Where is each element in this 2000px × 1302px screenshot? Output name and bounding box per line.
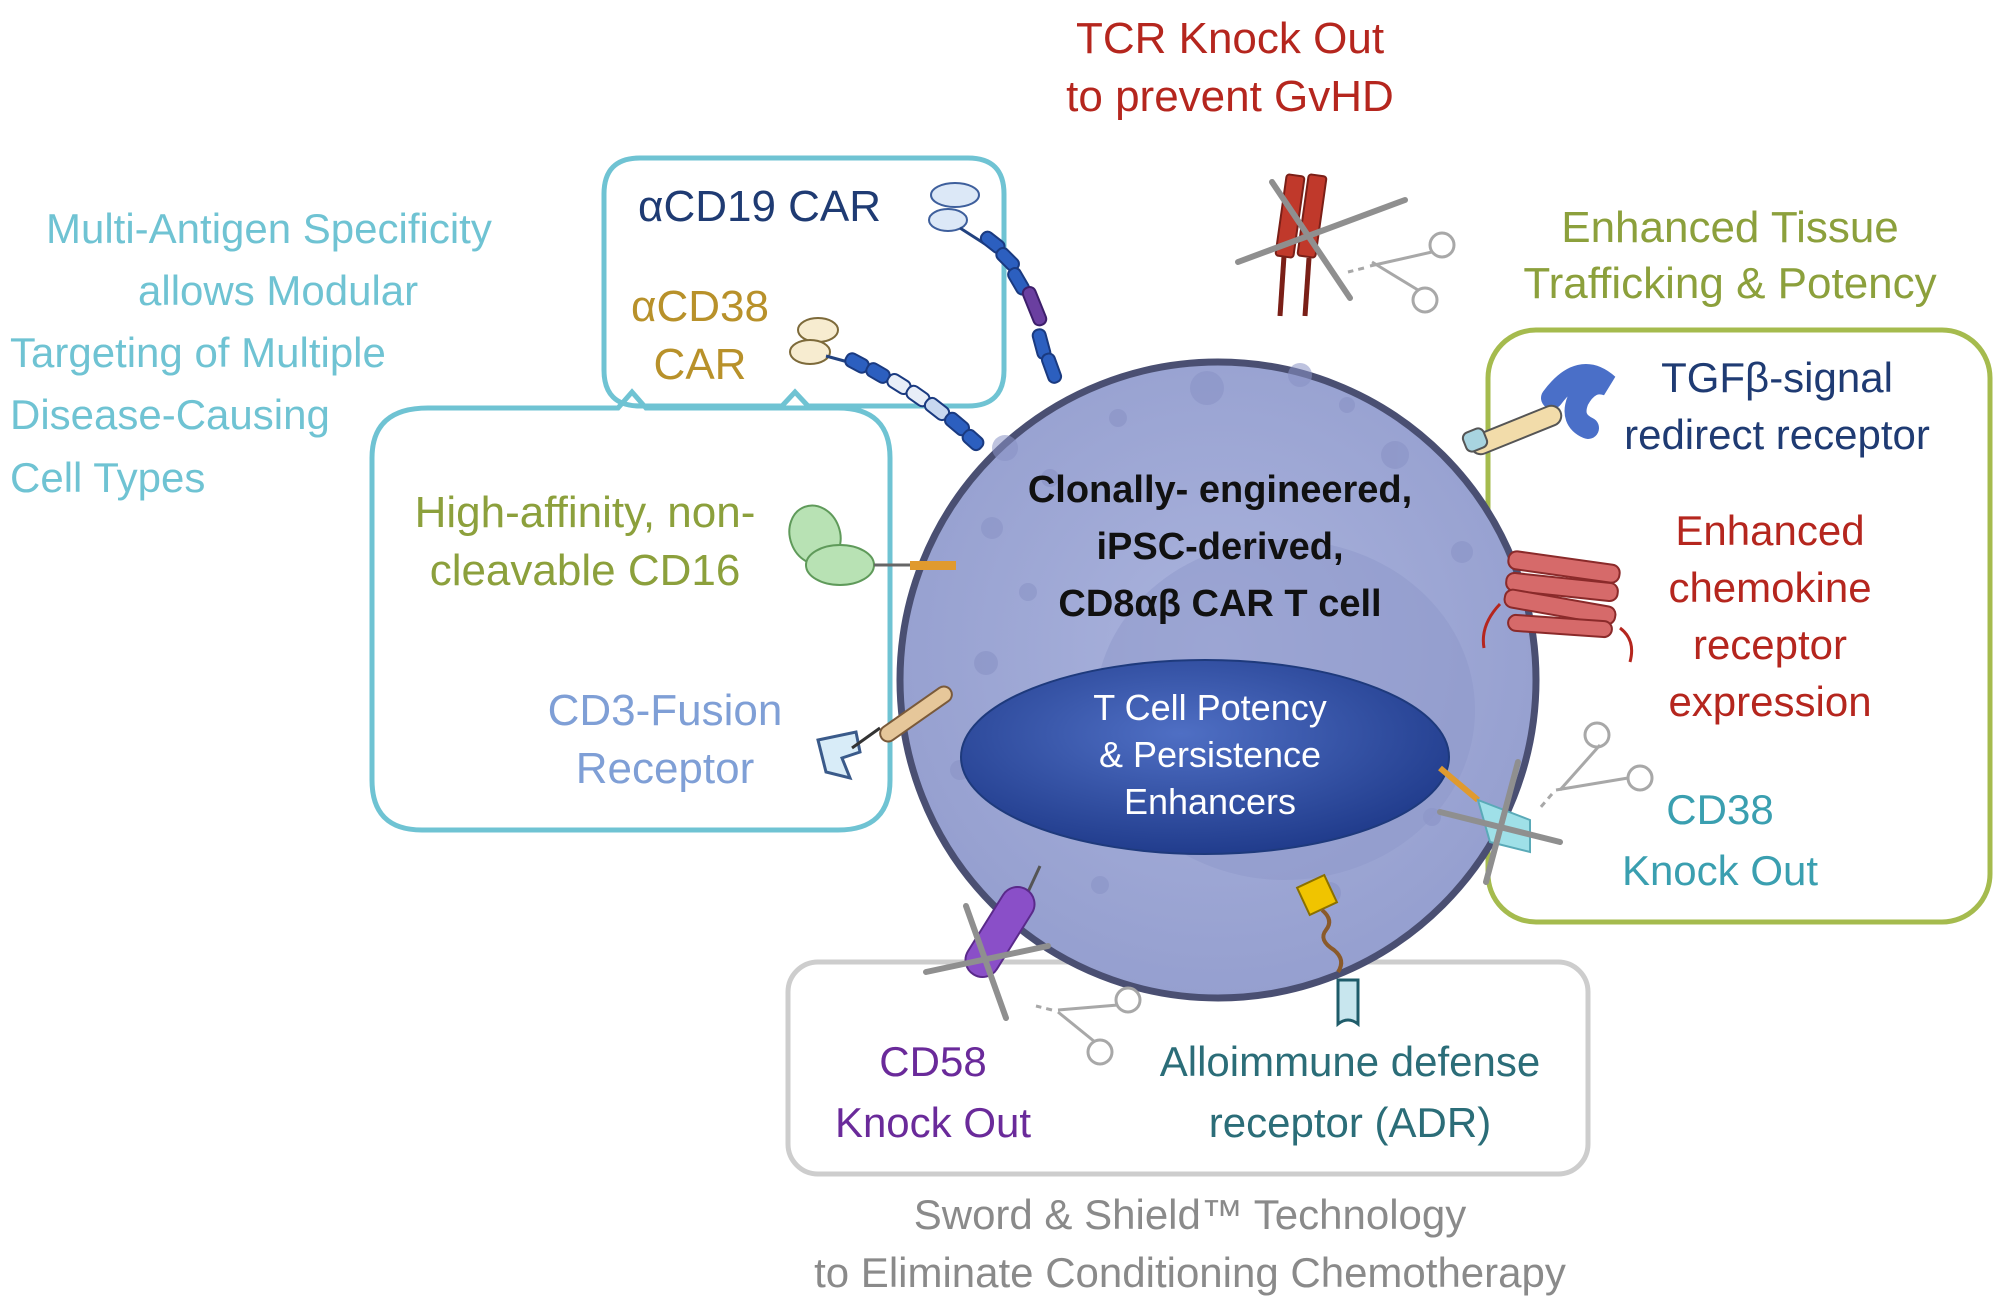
- cd58-knockout-label: CD58 Knock Out: [818, 1032, 1048, 1154]
- tgfb-line-2: redirect receptor: [1624, 410, 1930, 458]
- cell-title-line-1: Clonally- engineered,: [1027, 469, 1413, 511]
- chemokine-label: Enhanced chemokine receptor expression: [1640, 502, 1900, 730]
- cd19-car-icon: [928, 182, 1063, 384]
- tcr-scissors-icon: [1347, 231, 1456, 314]
- tgfb-line-1: TGFβ-signal: [1661, 354, 1893, 401]
- cd16-line-1: High-affinity, non-: [414, 488, 756, 537]
- cd38-car-line-2: CAR: [653, 340, 747, 390]
- left-title-line-1: Multi-Antigen Specificity: [46, 205, 492, 252]
- cd38-knockout-label: CD38 Knock Out: [1600, 780, 1840, 902]
- cell-title-line-3: CD8αβ CAR T cell: [1058, 583, 1382, 625]
- tgfb-receptor-icon: [1461, 364, 1616, 456]
- chemokine-line-3: receptor: [1692, 621, 1848, 669]
- nucleus-label: T Cell Potency & Persistence Enhancers: [1050, 685, 1370, 825]
- header-line-2: to prevent GvHD: [1066, 72, 1394, 122]
- cd38-car-icon: [789, 317, 985, 452]
- chemokine-receptor-icon: [1481, 550, 1634, 663]
- cell-title: Clonally- engineered, iPSC-derived, CD8α…: [980, 462, 1460, 633]
- header-line-1: TCR Knock Out: [1075, 14, 1385, 63]
- cell-title-line-2: iPSC-derived,: [1096, 526, 1344, 568]
- left-title-line-4: Disease-Causing: [10, 391, 330, 439]
- cd58-line-2: Knock Out: [834, 1098, 1032, 1146]
- cd16-label: High-affinity, non- cleavable CD16: [385, 484, 785, 600]
- cd16-line-2: cleavable CD16: [429, 546, 741, 596]
- cd38ko-line-1: CD38: [1666, 786, 1774, 833]
- left-title-line-5: Cell Types: [10, 453, 206, 501]
- chemokine-line-4: expression: [1668, 678, 1872, 726]
- cd3-fusion-receptor-icon: [816, 685, 953, 781]
- cd58-cross-out-icon: [923, 903, 1051, 1021]
- tcr-cross-out-icon: [1235, 179, 1408, 301]
- left-box: [369, 388, 893, 833]
- right-title-line-1: Enhanced Tissue: [1561, 203, 1899, 252]
- nucleus-line-3: Enhancers: [1123, 780, 1297, 822]
- cd38-car-label: αCD38 CAR: [600, 278, 800, 394]
- cd19-car-label: αCD19 CAR: [638, 182, 882, 231]
- cd3-line-1: CD3-Fusion: [547, 686, 783, 735]
- tgfb-label: TGFβ-signal redirect receptor: [1612, 350, 1942, 463]
- chemokine-line-2: chemokine: [1668, 564, 1872, 612]
- footer-label: Sword & Shield™ Technology to Eliminate …: [720, 1186, 1660, 1302]
- nucleus-line-1: T Cell Potency: [1093, 687, 1327, 728]
- cd58-scissors-icon: [1035, 986, 1142, 1066]
- nucleus-line-2: & Persistence: [1098, 733, 1322, 775]
- header-tcr-knockout: TCR Knock Out to prevent GvHD: [1040, 10, 1420, 126]
- nucleus: [960, 659, 1450, 855]
- cd38ko-line-2: Knock Out: [1621, 846, 1819, 894]
- cd16-receptor-icon: [788, 504, 956, 586]
- footer-line-1: Sword & Shield™ Technology: [913, 1191, 1467, 1238]
- cd38-car-line-1: αCD38: [631, 282, 769, 331]
- cd38-scissors-icon: [1538, 721, 1654, 809]
- adr-line-2: receptor (ADR): [1208, 1098, 1492, 1146]
- adr-receptor-icon: [1295, 873, 1360, 1028]
- left-title-line-2: allows Modular: [138, 267, 419, 315]
- right-title: Enhanced Tissue Trafficking & Potency: [1490, 200, 1970, 313]
- left-title-line-3: Targeting of Multiple: [10, 329, 386, 377]
- cd3-line-2: Receptor: [575, 744, 755, 794]
- chemokine-line-1: Enhanced: [1675, 507, 1865, 554]
- cd38-cross-out-icon: [1437, 759, 1563, 885]
- cd3-fusion-label: CD3-Fusion Receptor: [530, 682, 800, 798]
- left-title: Multi-Antigen Specificity allows Modular…: [10, 198, 570, 509]
- adr-label: Alloimmune defense receptor (ADR): [1130, 1032, 1570, 1154]
- car-box: [601, 155, 1007, 409]
- cd58-line-1: CD58: [879, 1038, 987, 1085]
- footer-line-2: to Eliminate Conditioning Chemotherapy: [814, 1248, 1566, 1296]
- right-title-line-2: Trafficking & Potency: [1523, 259, 1937, 309]
- adr-line-1: Alloimmune defense: [1159, 1038, 1541, 1085]
